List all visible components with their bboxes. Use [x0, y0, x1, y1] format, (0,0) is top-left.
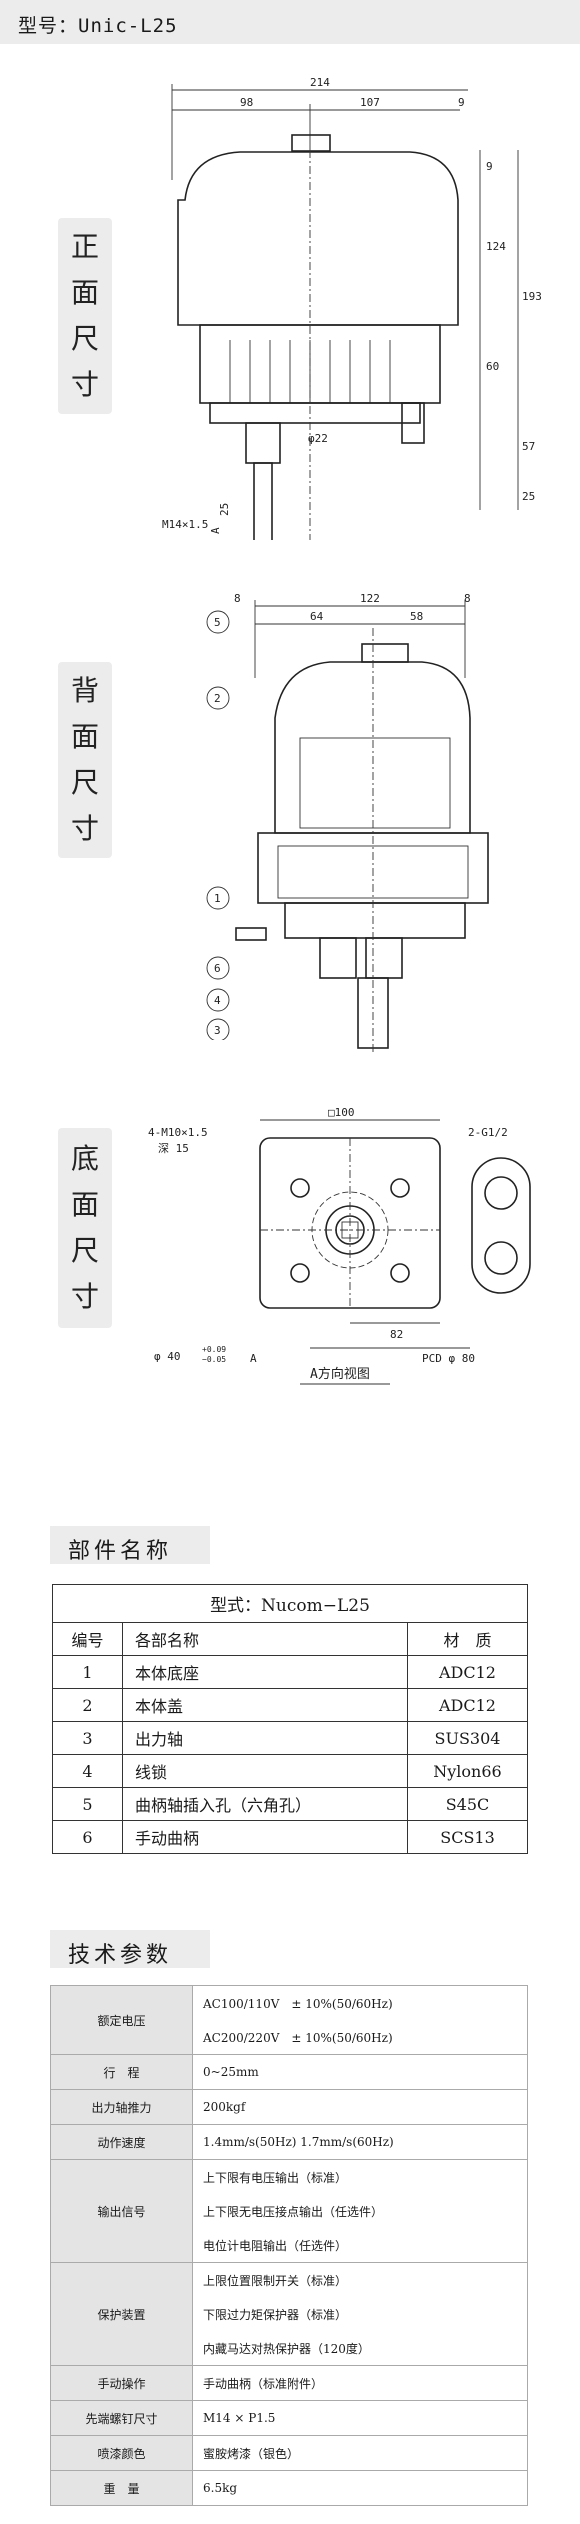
back-view-label: 背 面 尺 寸 [58, 662, 112, 858]
callout-4: 4 [214, 994, 221, 1007]
dim-h60: 60 [486, 360, 499, 373]
dim-back-right-small: 8 [464, 592, 471, 605]
label-char: 面 [70, 720, 99, 753]
bottom-view-label: 底 面 尺 寸 [58, 1128, 112, 1328]
label-char: 底 [70, 1142, 99, 1175]
dim-bolt: 4-M10×1.5 [148, 1126, 208, 1139]
dim-back-small: 8 [234, 592, 241, 605]
table-row: 输出信号 上下限有电压输出（标准）上下限无电压接点输出（任选件）电位计电阻输出（… [50, 2159, 528, 2263]
dim-82: 82 [390, 1328, 403, 1341]
dim-shaft-len: 25 [218, 503, 231, 516]
ref-a: A [250, 1352, 257, 1365]
dim-depth: 深 15 [158, 1142, 189, 1155]
parts-header: 材 质 [407, 1622, 528, 1656]
dim-back-left: 64 [310, 610, 324, 623]
back-view-drawing: 122 8 8 64 58 [234, 592, 489, 1054]
label-char: 正 [70, 230, 99, 263]
table-row: 行 程 0~25mm [50, 2054, 528, 2090]
dim-h57: 57 [522, 440, 535, 453]
label-char: 尺 [70, 766, 99, 799]
model-header: 型号：Unic-L25 [0, 0, 580, 44]
table-row: 出力轴推力 200kgf [50, 2089, 528, 2125]
dim-h1: 9 [486, 160, 493, 173]
dim-left: 98 [240, 96, 253, 109]
arrow-a: A [209, 527, 222, 534]
table-row: 手动操作 手动曲柄（标准附件） [50, 2365, 528, 2401]
parts-header: 各部名称 [122, 1622, 408, 1656]
front-view-label: 正 面 尺 寸 [58, 218, 112, 414]
table-row: 喷漆颜色 蜜胺烤漆（银色） [50, 2435, 528, 2471]
table-row: 额定电压 AC100/110V ± 10%(50/60Hz)AC200/220V… [50, 1985, 528, 2055]
view-caption: A方向视图 [310, 1366, 370, 1382]
dim-small: 9 [458, 96, 465, 109]
label-char: 寸 [70, 368, 99, 401]
table-row: 重 量 6.5kg [50, 2470, 528, 2506]
tech-section-title: 技术参数 [50, 1930, 210, 1968]
front-view-drawing: 214 98 107 9 φ22 25 M14×1.5 A 9 124 193 … [162, 76, 542, 540]
dim-bore-tol-bottom: −0.05 [202, 1355, 226, 1364]
dim-bore-tol-top: +0.09 [202, 1345, 226, 1354]
dim-h193: 193 [522, 290, 542, 303]
label-char: 尺 [70, 1234, 99, 1267]
callout-6: 6 [214, 962, 221, 975]
parts-caption: 型式：Nucom−L25 [52, 1584, 528, 1623]
callout-1: 1 [214, 892, 221, 905]
label-char: 尺 [70, 322, 99, 355]
dim-thread: M14×1.5 [162, 518, 208, 531]
parts-section-title: 部件名称 [50, 1526, 210, 1564]
dim-port: 2-G1/2 [468, 1126, 508, 1139]
label-char: 寸 [70, 1280, 99, 1313]
dim-pcd: PCD φ 80 [422, 1352, 475, 1365]
table-row: 保护装置 上限位置限制开关（标准）下限过力矩保护器（标准）内藏马达对热保护器（1… [50, 2262, 528, 2366]
callout-5: 5 [214, 616, 221, 629]
label-char: 寸 [70, 812, 99, 845]
dim-h124: 124 [486, 240, 506, 253]
dim-square: □100 [328, 1106, 355, 1119]
parts-header: 编号 [52, 1622, 123, 1656]
dim-right: 107 [360, 96, 380, 109]
back-view-callouts: 5 2 1 6 4 3 [206, 610, 230, 1040]
dim-total-width: 214 [310, 76, 330, 89]
model-label: 型号：Unic-L25 [18, 15, 178, 37]
label-char: 面 [70, 276, 99, 309]
bottom-view-drawing: □100 4-M10×1.5 深 15 2-G1/2 82 PCD φ 80 φ… [148, 1106, 531, 1385]
table-row: 动作速度 1.4mm/s(50Hz) 1.7mm/s(60Hz) [50, 2124, 528, 2160]
dim-back-right: 58 [410, 610, 423, 623]
label-char: 背 [70, 674, 99, 707]
callout-2: 2 [214, 692, 221, 705]
dim-bore: φ 40 [154, 1350, 181, 1363]
tech-table: 额定电压 AC100/110V ± 10%(50/60Hz)AC200/220V… [50, 1985, 528, 2506]
dim-back-total: 122 [360, 592, 380, 605]
dim-h25: 25 [522, 490, 535, 503]
callout-3: 3 [214, 1024, 221, 1037]
dim-shaft-dia: φ22 [308, 432, 328, 445]
table-row: 先端螺钉尺寸 M14 × P1.5 [50, 2400, 528, 2436]
label-char: 面 [70, 1188, 99, 1221]
